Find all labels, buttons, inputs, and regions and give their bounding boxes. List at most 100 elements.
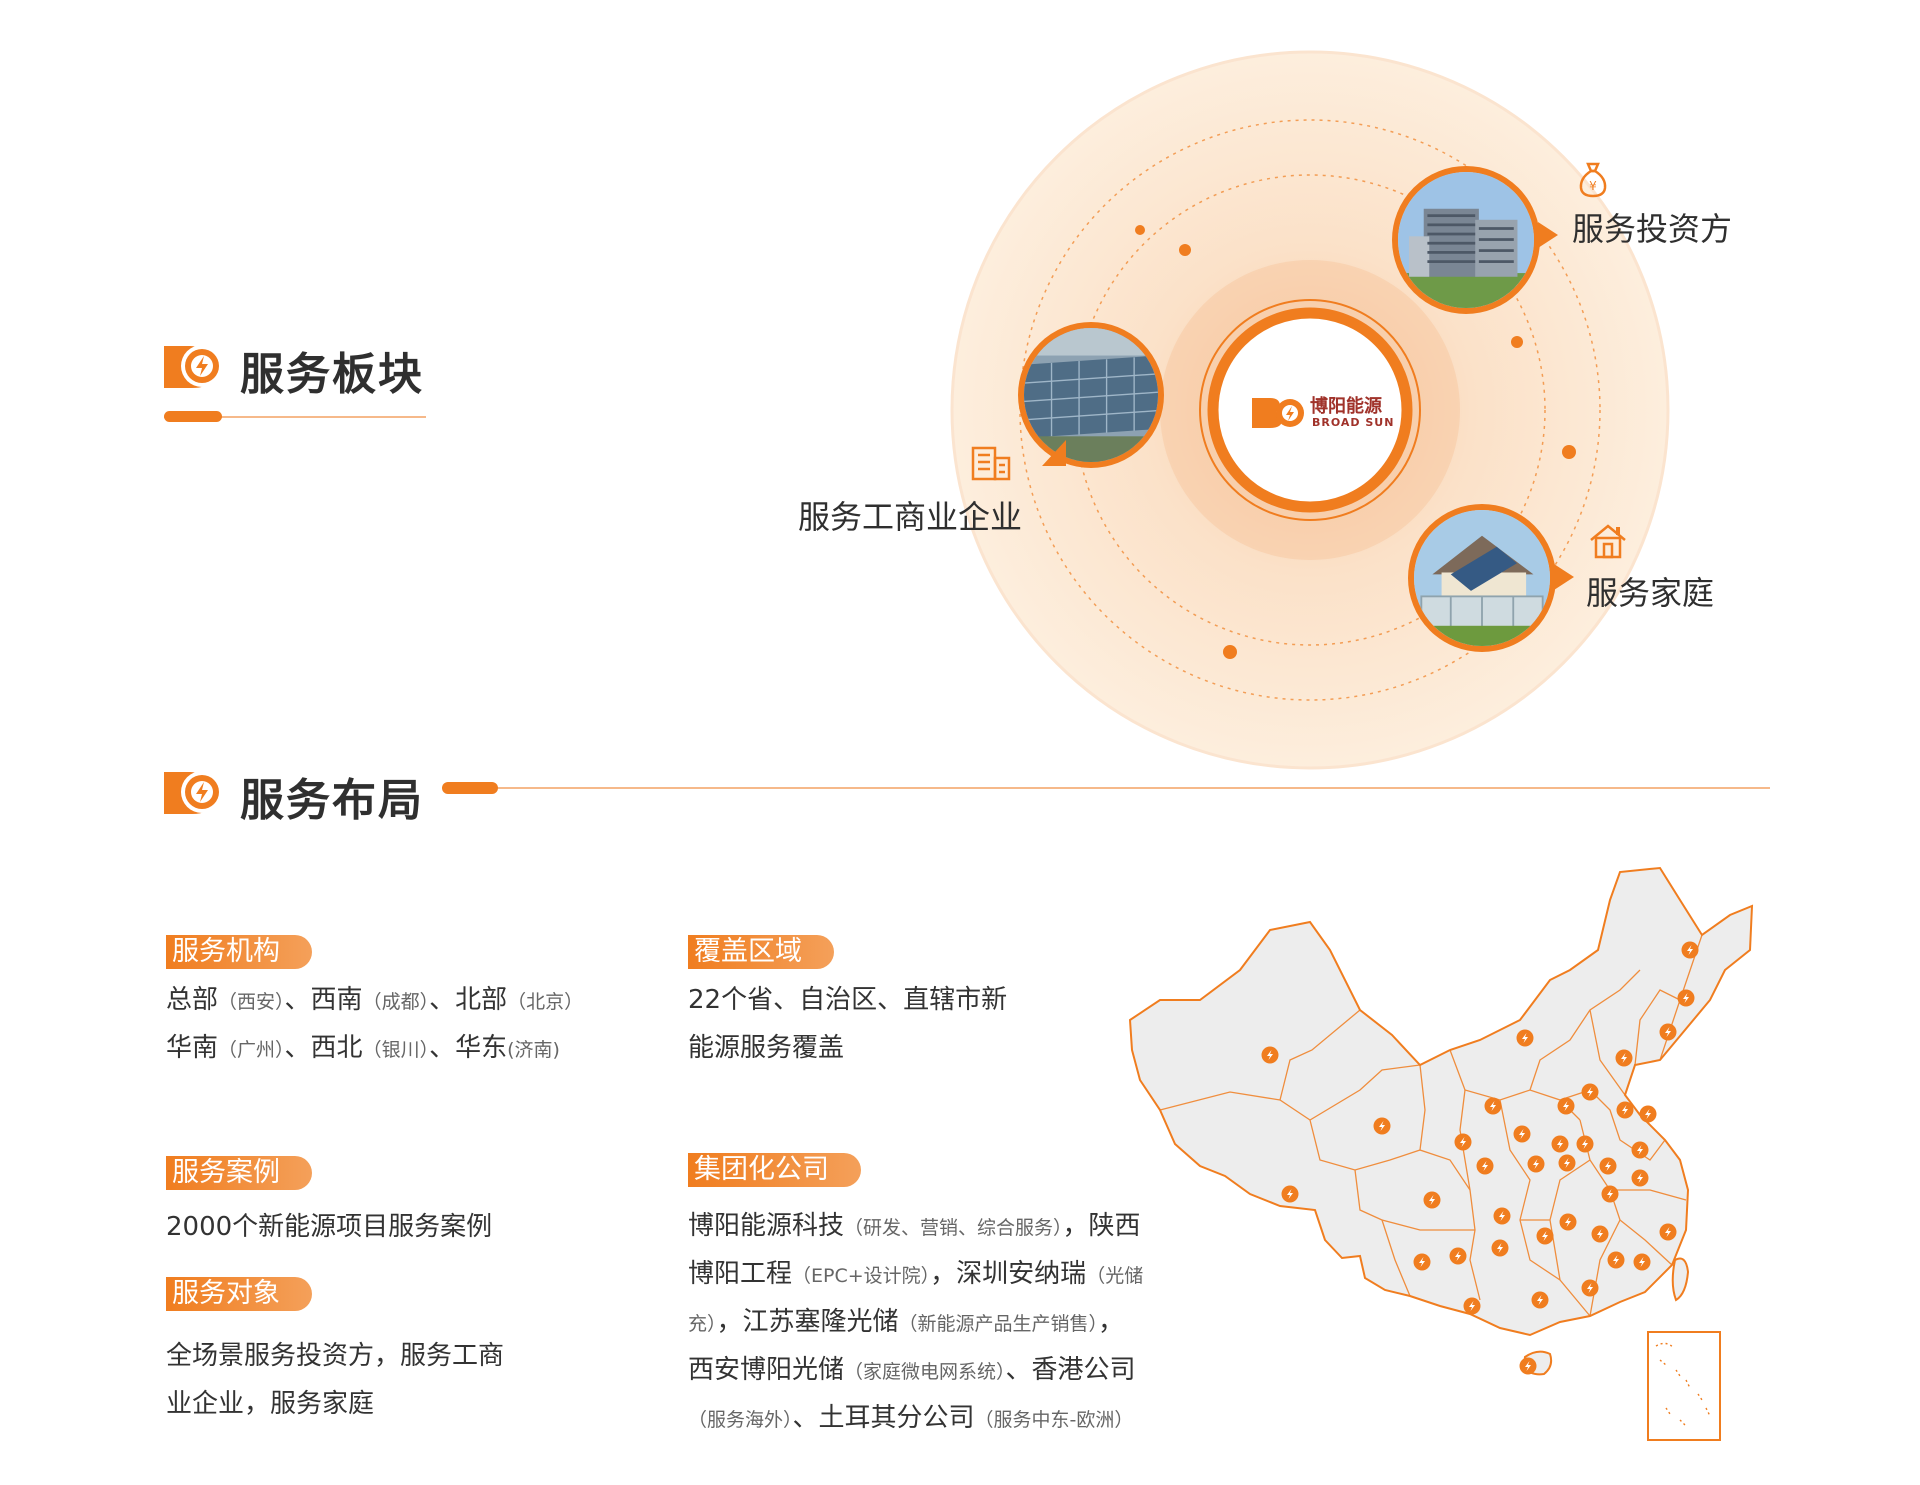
coverage-line-1: 22个省、自治区、直辖市新 bbox=[688, 985, 1008, 1015]
company-shenzhen: ，深圳安纳瑞 bbox=[930, 1259, 1087, 1289]
inst-south: 华南 bbox=[166, 1033, 219, 1063]
orbit-dot bbox=[1135, 225, 1145, 235]
sep: 、 bbox=[429, 985, 456, 1015]
orbit-outer bbox=[1019, 119, 1601, 701]
map-taiwan bbox=[1671, 1257, 1690, 1302]
inst-southwest: 西南 bbox=[310, 985, 363, 1015]
targets-line-2: 业企业，服务家庭 bbox=[166, 1389, 375, 1419]
map-pin-icon bbox=[1557, 1097, 1575, 1115]
heading-divider bbox=[498, 787, 1770, 789]
inst-southwest-note: （成都） bbox=[362, 991, 430, 1013]
map-pin-icon bbox=[1536, 1227, 1554, 1245]
inst-northwest: 西北 bbox=[310, 1033, 363, 1063]
map-pin-icon bbox=[1599, 1157, 1617, 1175]
photo-investor-building bbox=[1392, 166, 1540, 314]
outer-ring-border bbox=[950, 50, 1670, 770]
photo-pointer bbox=[1042, 440, 1066, 466]
cases-text: 2000个新能源项目服务案例 bbox=[166, 1212, 493, 1242]
orbit-dot bbox=[1223, 645, 1237, 659]
brand-mark-icon bbox=[1252, 398, 1304, 428]
map-south-sea-inset bbox=[1647, 1331, 1721, 1441]
map-pin-icon bbox=[1659, 1223, 1677, 1241]
tag-cases: 服务案例 bbox=[166, 1156, 312, 1190]
heading-divider-accent bbox=[164, 411, 222, 422]
company-xian-storage-note: （家庭微电网系统） bbox=[844, 1361, 1006, 1383]
heading-divider-accent bbox=[442, 782, 498, 794]
company-tech-note: （研发、营销、综合服务） bbox=[844, 1217, 1063, 1239]
company-jiangsu-note: （新能源产品生产销售） bbox=[898, 1313, 1099, 1335]
building-icon bbox=[971, 446, 1011, 481]
group-line-1: 博阳能源科技（研发、营销、综合服务），陕西 bbox=[688, 1202, 1141, 1252]
orbit-dot bbox=[1511, 336, 1523, 348]
map-pin-icon bbox=[1633, 1253, 1651, 1271]
map-pin-icon bbox=[1476, 1157, 1494, 1175]
map-pin-icon bbox=[1373, 1117, 1391, 1135]
map-pin-icon bbox=[1659, 1023, 1677, 1041]
sep: 、 bbox=[429, 1033, 456, 1063]
map-pin-icon bbox=[1261, 1046, 1279, 1064]
group-line-3: 充），江苏塞隆光储（新能源产品生产销售）， bbox=[688, 1298, 1124, 1348]
company-jiangsu: ，江苏塞隆光储 bbox=[716, 1307, 899, 1337]
map-pin-icon bbox=[1484, 1097, 1502, 1115]
company-shenzhen-note-end: 充） bbox=[688, 1313, 717, 1335]
sep: 、 bbox=[284, 985, 311, 1015]
map-pin-icon bbox=[1513, 1125, 1531, 1143]
company-engineering-note: （EPC+设计院） bbox=[792, 1265, 931, 1287]
inst-east: 华东 bbox=[455, 1033, 508, 1063]
group-line-4: 西安博阳光储（家庭微电网系统）、香港公司 bbox=[688, 1346, 1136, 1396]
china-coverage-map bbox=[1128, 866, 1754, 1441]
photo-business-rooftop bbox=[1018, 322, 1164, 468]
map-pin-icon bbox=[1559, 1213, 1577, 1231]
orbit-dot bbox=[1562, 445, 1576, 459]
tag-institutions: 服务机构 bbox=[166, 935, 312, 969]
photo-pointer bbox=[1554, 564, 1574, 590]
map-pin-icon bbox=[1449, 1247, 1467, 1265]
map-pin-icon bbox=[1423, 1191, 1441, 1209]
map-pin-icon bbox=[1631, 1141, 1649, 1159]
coverage-line-2: 能源服务覆盖 bbox=[688, 1033, 845, 1063]
brand-mark-icon bbox=[164, 771, 223, 814]
inst-northwest-note: （银川） bbox=[362, 1039, 430, 1061]
map-pin-icon bbox=[1281, 1185, 1299, 1203]
map-pin-icon bbox=[1601, 1185, 1619, 1203]
inst-north: 北部 bbox=[455, 985, 508, 1015]
house-icon bbox=[1590, 524, 1626, 559]
map-pin-icon bbox=[1616, 1101, 1634, 1119]
core-ring-thick bbox=[1207, 307, 1413, 513]
segment-label-investor: 服务投资方 bbox=[1572, 210, 1733, 248]
institutions-line-1: 总部（西安）、西南（成都）、北部（北京） bbox=[166, 976, 583, 1026]
map-pin-icon bbox=[1519, 1357, 1537, 1375]
map-pin-icon bbox=[1531, 1291, 1549, 1309]
map-pin-icon bbox=[1516, 1029, 1534, 1047]
map-pin-icon bbox=[1413, 1253, 1431, 1271]
orbit-dot bbox=[1179, 244, 1191, 256]
company-shenzhen-note: （光储 bbox=[1086, 1265, 1144, 1287]
photo-pointer bbox=[1538, 222, 1558, 248]
map-pin-icon bbox=[1631, 1169, 1649, 1187]
brand-name-cn: 博阳能源 bbox=[1310, 396, 1382, 417]
map-pin-icon bbox=[1581, 1083, 1599, 1101]
company-hongkong-note: （服务海外） bbox=[688, 1409, 793, 1431]
group-line-2: 博阳工程（EPC+设计院），深圳安纳瑞（光储 bbox=[688, 1250, 1143, 1300]
map-pin-icon bbox=[1591, 1225, 1609, 1243]
map-pin-icon bbox=[1454, 1133, 1472, 1151]
segment-label-business: 服务工商业企业 bbox=[798, 498, 1023, 536]
core-ring-thin bbox=[1199, 299, 1421, 521]
company-xian-storage: 西安博阳光储 bbox=[688, 1355, 845, 1385]
section1-title: 服务板块 bbox=[240, 349, 424, 400]
map-pin-icon bbox=[1558, 1154, 1576, 1172]
map-pin-icon bbox=[1607, 1251, 1625, 1269]
company-hongkong: 、香港公司 bbox=[1005, 1355, 1136, 1385]
group-line-5: （服务海外）、土耳其分公司（服务中东-欧洲） bbox=[688, 1394, 1133, 1444]
map-pin-icon bbox=[1551, 1135, 1569, 1153]
tag-coverage: 覆盖区域 bbox=[688, 935, 834, 969]
company-turkey-note: （服务中东-欧洲） bbox=[974, 1409, 1134, 1431]
section2-title: 服务布局 bbox=[240, 775, 424, 826]
sep: 、 bbox=[284, 1033, 311, 1063]
inst-south-note: （广州） bbox=[218, 1039, 285, 1061]
tag-group: 集团化公司 bbox=[688, 1153, 861, 1187]
map-pin-icon bbox=[1581, 1279, 1599, 1297]
center-logo: 博阳能源 BROAD SUN bbox=[1250, 392, 1393, 436]
inst-east-note: (济南) bbox=[507, 1039, 560, 1061]
inst-hq-note: （西安） bbox=[218, 991, 285, 1013]
